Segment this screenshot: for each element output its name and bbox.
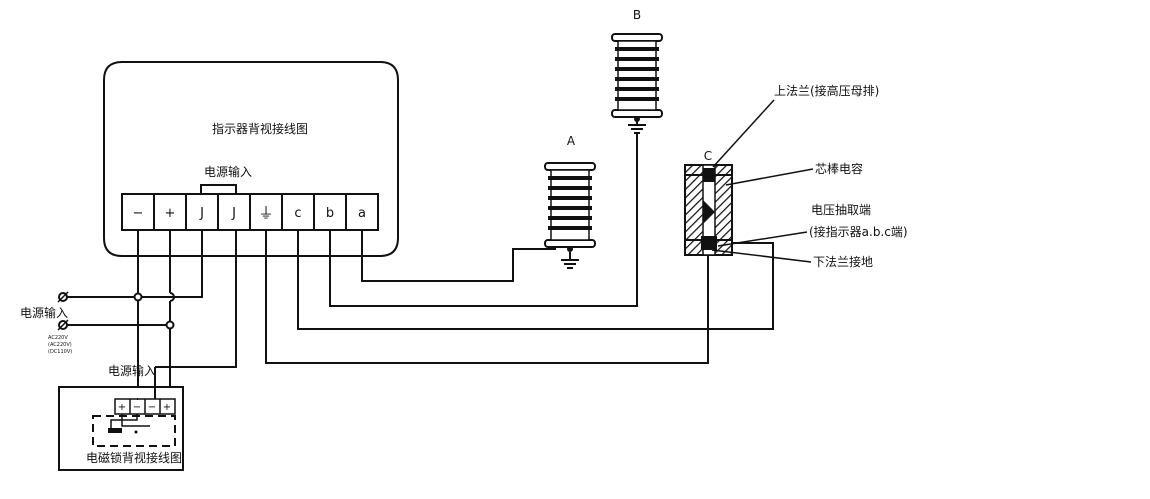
wire-a xyxy=(361,230,556,282)
lock-terminal-2: − xyxy=(133,402,141,413)
tap-detail-label: (接指示器a.b.c端) xyxy=(809,224,908,239)
wire-j2 xyxy=(155,230,237,368)
terminal-b: b xyxy=(326,206,334,221)
sensor-c: C xyxy=(684,149,733,256)
sensor-a-ground-icon xyxy=(561,252,579,269)
terminal-relay-2: J xyxy=(231,206,236,221)
upper-flange-label: 上法兰(接高压母排) xyxy=(774,83,879,98)
power-input-bracket xyxy=(200,184,237,194)
wire-j1 xyxy=(138,230,203,298)
terminal-strip: − + J J ⏚ c b a xyxy=(121,193,379,231)
lock-panel: 电源输入 + − − + 电磁锁背视接线图 xyxy=(58,363,184,471)
left-power-label: 电源输入 xyxy=(20,305,68,320)
indicator-panel-title: 指示器背视接线图 xyxy=(212,121,308,136)
sensor-c-annotations: 上法兰(接高压母排) 芯棒电容 电压抽取端 (接指示器a.b.c端) 下法兰接地 xyxy=(711,83,908,269)
sensor-b-label: B xyxy=(633,8,641,22)
terminal-minus: − xyxy=(133,206,144,221)
voltage-line-2: (AC220V) xyxy=(48,342,72,348)
sensor-c-label: C xyxy=(704,149,712,163)
terminal-a: a xyxy=(358,206,366,221)
terminal-plus: + xyxy=(165,206,176,221)
sensor-a-label: A xyxy=(567,134,576,148)
lock-terminal-1: + xyxy=(118,402,126,413)
lock-internal-wiring xyxy=(108,414,150,434)
terminal-ground-icon: ⏚ xyxy=(258,204,273,222)
voltage-tap-label: 电压抽取端 xyxy=(811,203,871,217)
lock-terminal-3: − xyxy=(148,402,156,413)
sensor-b-ground-icon xyxy=(628,119,646,134)
wire-c xyxy=(297,230,774,330)
sensor-a: A xyxy=(544,134,596,269)
lock-terminal-4: + xyxy=(163,402,171,413)
wire-ground xyxy=(265,230,709,364)
sensor-b: B xyxy=(611,8,663,134)
left-power-supply: 电源输入 AC220V (AC220V) (DC110V) xyxy=(20,291,72,355)
terminal-relay-1: J xyxy=(199,206,204,221)
voltage-line-3: (DC110V) xyxy=(48,349,72,355)
core-capacitor-label: 芯棒电容 xyxy=(815,161,863,176)
lock-power-label: 电源输入 xyxy=(108,363,156,378)
indicator-power-label: 电源输入 xyxy=(204,164,252,179)
terminal-c: c xyxy=(294,206,301,221)
wire-b xyxy=(329,133,638,307)
lower-flange-label: 下法兰接地 xyxy=(813,254,873,269)
voltage-line-1: AC220V xyxy=(48,335,68,341)
wiring xyxy=(67,133,774,399)
lock-panel-title: 电磁锁背视接线图 xyxy=(86,450,182,465)
